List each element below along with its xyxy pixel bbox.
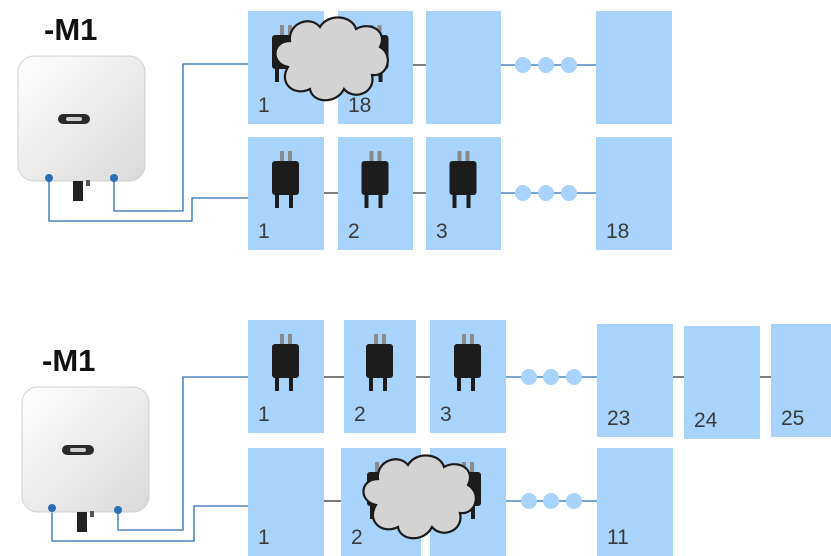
- pv-panel: [426, 11, 501, 124]
- panel-number: 1: [258, 94, 270, 117]
- panel-number: 1: [258, 220, 270, 243]
- ellipsis-dot: [515, 185, 531, 201]
- diagram-2-title: -M1: [42, 343, 96, 378]
- string-cable: [48, 178, 248, 222]
- inverter-icon: [21, 386, 150, 533]
- ellipsis-dot: [521, 369, 537, 385]
- ellipsis-dot: [521, 493, 537, 509]
- pv-panel: [596, 11, 672, 124]
- string-cable: [117, 376, 248, 531]
- inverter-port: [45, 174, 53, 182]
- panel-number: 24: [694, 409, 718, 432]
- panel-number: 3: [440, 403, 452, 426]
- diagram-1-title: -M1: [44, 12, 98, 47]
- pv-panel: [596, 137, 672, 250]
- panel-number: 2: [348, 220, 360, 243]
- panel-number: 2: [354, 403, 366, 426]
- ellipsis-dot: [538, 57, 554, 73]
- panel-number: 23: [607, 407, 630, 430]
- panel-number: 1: [258, 403, 270, 426]
- inverter-port: [48, 504, 56, 512]
- panel-number: 3: [436, 220, 448, 243]
- cloud-shading-icon: [362, 454, 477, 540]
- string-cable: [113, 63, 248, 212]
- panel-number: 18: [348, 94, 371, 117]
- inverter-port: [114, 506, 122, 514]
- panel-number: 18: [606, 220, 629, 243]
- panel-number: 2: [351, 526, 363, 549]
- inverter-port: [110, 174, 118, 182]
- ellipsis-dot: [561, 57, 577, 73]
- string-cable: [51, 505, 248, 542]
- ellipsis-dot: [515, 57, 531, 73]
- ellipsis-dot: [543, 369, 559, 385]
- pv-panel: [684, 326, 760, 439]
- pv-panel: [248, 448, 324, 556]
- ellipsis-dot: [561, 185, 577, 201]
- ellipsis-dot: [566, 369, 582, 385]
- ellipsis-dot: [538, 185, 554, 201]
- panel-number: 25: [781, 407, 804, 430]
- pv-panel: [597, 324, 673, 437]
- pv-panel: [597, 448, 673, 556]
- panel-number: 1: [258, 526, 270, 549]
- pv-panel: [771, 324, 831, 437]
- ellipsis-dot: [566, 493, 582, 509]
- cloud-shading-icon: [274, 16, 389, 102]
- panel-number: 11: [607, 526, 629, 549]
- inverter-icon: [17, 55, 146, 202]
- ellipsis-dot: [543, 493, 559, 509]
